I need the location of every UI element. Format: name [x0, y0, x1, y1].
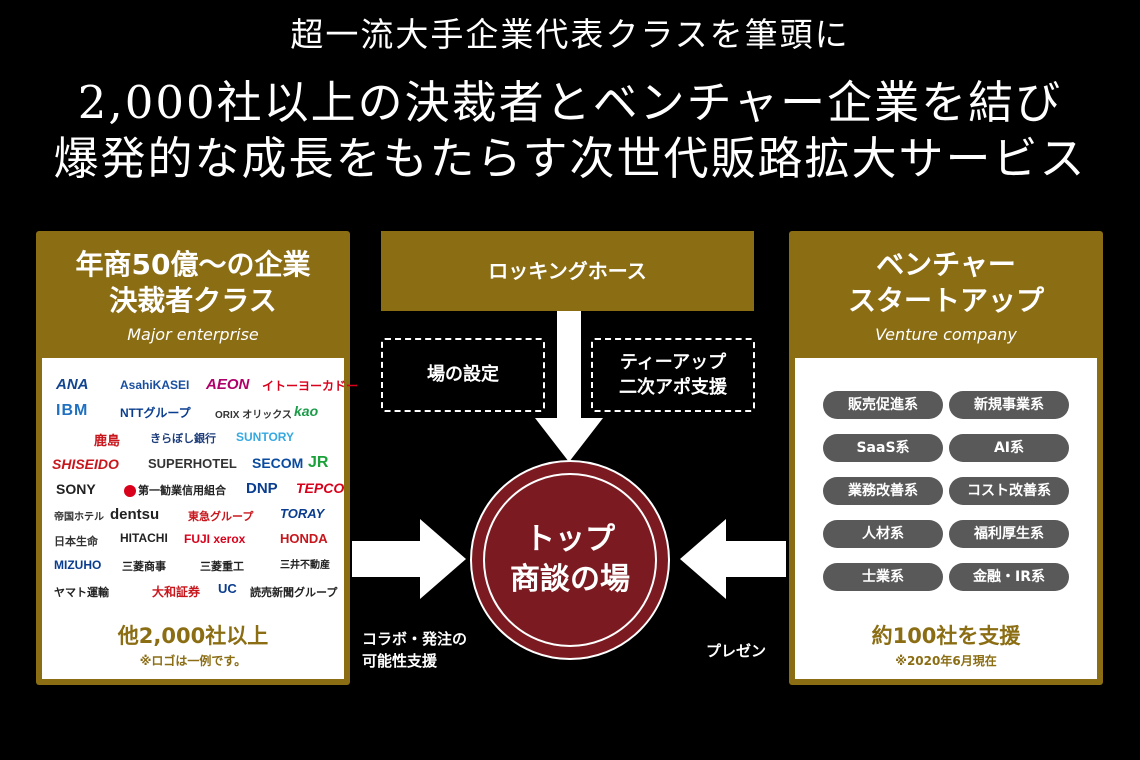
- venture-subtitle: Venture company: [875, 325, 1017, 344]
- enterprise-title-line1: 年商50億〜の企業: [75, 248, 311, 281]
- headline-line2: 2,000社以上の決裁者とベンチャー企業を結び: [77, 76, 1063, 129]
- logo-itoyokado: イトーヨーカドー: [262, 379, 359, 393]
- down-arrow-icon: [535, 311, 603, 462]
- logo-toray: TORAY: [280, 506, 325, 521]
- logo-mitsui-fudosan: 三井不動産: [280, 560, 330, 571]
- tag-new-business: 新規事業系: [949, 391, 1069, 419]
- logo-tokyu: 東急グループ: [188, 511, 254, 523]
- tag-finance-ir: 金融・IR系: [949, 563, 1069, 591]
- logo-honda: HONDA: [280, 531, 328, 546]
- tag-operations: 業務改善系: [823, 477, 943, 505]
- top-meeting-inner: トップ 商談の場: [483, 473, 657, 647]
- dkc-icon: [124, 485, 136, 498]
- collab-label-line2: 可能性支援: [362, 652, 438, 670]
- enterprise-note: ※ロゴは一例です。: [139, 654, 247, 668]
- tag-sales-promotion: 販売促進系: [823, 391, 943, 419]
- venture-count: 約100社を支援: [871, 624, 1021, 648]
- logo-sony: SONY: [56, 481, 96, 497]
- logo-mitsubishi-corp: 三菱商事: [122, 561, 166, 573]
- tag-ai: AI系: [949, 434, 1069, 462]
- logo-grid: ANA AsahiKASEI AEON イトーヨーカドー IBM NTTグループ…: [50, 368, 358, 618]
- logo-tepco: TEPCO: [296, 480, 345, 496]
- tag-cost-reduction: コスト改善系: [949, 477, 1069, 505]
- logo-fujixerox: FUJI xerox: [184, 532, 246, 546]
- left-arrow-icon: [680, 519, 786, 599]
- venture-panel: ベンチャー スタートアップ Venture company 販売促進系 新規事業…: [789, 231, 1103, 685]
- headline-line1: 超一流大手企業代表クラスを筆頭に: [290, 15, 850, 54]
- logo-nissay: 日本生命: [54, 536, 98, 548]
- setup-box: 場の設定: [381, 338, 545, 412]
- tag-saas: SaaS系: [823, 434, 943, 462]
- logo-superhotel: SUPERHOTEL: [148, 456, 237, 471]
- logo-yamato: ヤマト運輸: [54, 587, 109, 599]
- teeup-line1: ティーアップ: [619, 352, 727, 373]
- presentation-label: プレゼン: [706, 642, 767, 660]
- logo-yomiuri: 読売新聞グループ: [250, 587, 338, 599]
- venture-tag-area: 販売促進系 新規事業系 SaaS系 AI系 業務改善系 コスト改善系 人材系 福…: [795, 358, 1097, 679]
- enterprise-panel: 年商50億〜の企業 決裁者クラス Major enterprise ANA As…: [36, 231, 358, 685]
- top-meeting-line1: トップ: [525, 522, 615, 557]
- collab-label: コラボ・発注の 可能性支援: [362, 628, 467, 672]
- logo-dentsu: dentsu: [110, 506, 160, 523]
- logo-mizuho: MIZUHO: [54, 558, 102, 572]
- logo-kajima: 鹿島: [94, 433, 121, 448]
- headline-line3: 爆発的な成長をもたらす次世代販路拡大サービス: [53, 132, 1087, 185]
- logo-aeon: AEON: [206, 376, 250, 393]
- logo-secom: SECOM: [252, 455, 304, 471]
- logo-suntory: SUNTORY: [236, 430, 295, 444]
- teeup-box: ティーアップ 二次アポ支援: [591, 338, 755, 412]
- tag-welfare: 福利厚生系: [949, 520, 1069, 548]
- logo-kiraboshi: きらぼし銀行: [150, 433, 216, 445]
- logo-kao: kao: [294, 403, 319, 419]
- logo-daiwa: 大和証券: [152, 585, 201, 599]
- logo-dnp: DNP: [246, 480, 278, 497]
- enterprise-title: 年商50億〜の企業 決裁者クラス: [36, 247, 350, 319]
- enterprise-logo-area: ANA AsahiKASEI AEON イトーヨーカドー IBM NTTグループ…: [42, 358, 358, 679]
- venture-note: ※2020年6月現在: [895, 654, 997, 668]
- venture-title-line1: ベンチャー: [876, 248, 1016, 281]
- venture-title-line2: スタートアップ: [847, 284, 1044, 317]
- collab-label-line1: コラボ・発注の: [362, 630, 468, 648]
- logo-hitachi: HITACHI: [120, 531, 168, 545]
- logo-asahikasei: AsahiKASEI: [120, 378, 190, 392]
- logo-dkc: 第一勧業信用組合: [124, 482, 226, 498]
- rocking-horse-box: ロッキングホース: [381, 231, 754, 311]
- logo-ibm: IBM: [56, 402, 89, 419]
- teeup-line2: 二次アポ支援: [619, 377, 727, 398]
- tag-professional: 士業系: [823, 563, 943, 591]
- enterprise-title-line2: 決裁者クラス: [109, 284, 277, 317]
- logo-ana: ANA: [56, 376, 89, 393]
- logo-orix: ORIX オリックス: [215, 410, 292, 421]
- logo-imperial-hotel: 帝国ホテル: [54, 512, 104, 523]
- logo-ntt: NTTグループ: [120, 406, 191, 420]
- top-meeting-line2: 商談の場: [510, 562, 630, 597]
- logo-uc: UC: [218, 581, 237, 596]
- logo-mitsubishi-heavy: 三菱重工: [200, 561, 244, 573]
- enterprise-count: 他2,000社以上: [117, 624, 269, 648]
- tag-hr: 人材系: [823, 520, 943, 548]
- enterprise-subtitle: Major enterprise: [127, 325, 259, 344]
- top-meeting-circle: トップ 商談の場: [470, 460, 670, 660]
- logo-shiseido: SHISEIDO: [52, 456, 119, 472]
- logo-dkc-text: 第一勧業信用組合: [138, 485, 226, 497]
- logo-jr: JR: [308, 454, 329, 471]
- venture-title: ベンチャー スタートアップ: [789, 247, 1103, 319]
- right-arrow-icon: [352, 519, 466, 599]
